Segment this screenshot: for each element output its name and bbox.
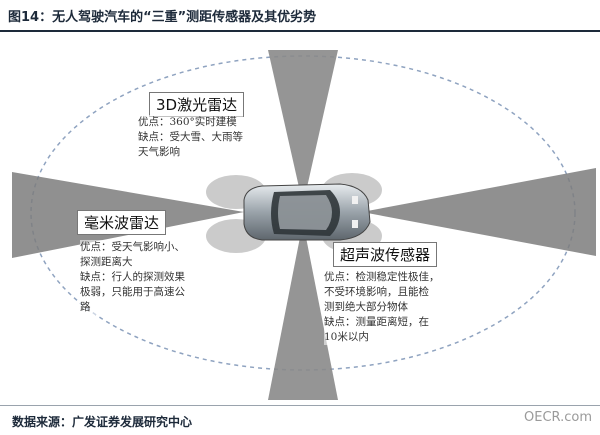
- vertical-beam-bottom: [268, 222, 338, 400]
- source-note: 数据来源：广发证券发展研究中心: [12, 415, 193, 429]
- footer-divider: [0, 405, 600, 406]
- watermark: OECR.com: [524, 410, 592, 425]
- ultrasonic-line: 优点：检测稳定性极佳，: [324, 271, 440, 283]
- lidar-line: 优点：360°实时建模: [138, 116, 237, 128]
- ultrasonic-label: 超声波传感器: [333, 242, 438, 267]
- mmwave-line: 路: [80, 301, 91, 313]
- lidar-line: 缺点：受大雪、大雨等: [138, 131, 243, 143]
- lidar-line: 天气影响: [138, 146, 180, 158]
- title-divider: [0, 30, 600, 32]
- ultrasonic-line: 10米以内: [324, 331, 369, 343]
- mmwave-line: 优点：受天气影响小、: [80, 241, 185, 253]
- mmwave-line: 缺点：行人的探测效果: [80, 271, 185, 283]
- mmwave-line: 探测距离大: [80, 256, 133, 268]
- vertical-beam-top: [268, 50, 338, 205]
- lidar-description: 优点：360°实时建模 缺点：受大雪、大雨等 天气影响: [138, 115, 243, 160]
- mmwave-description: 优点：受天气影响小、 探测距离大 缺点：行人的探测效果 极弱，只能用于高速公 路: [80, 240, 185, 315]
- mmwave-line: 极弱，只能用于高速公: [80, 286, 185, 298]
- mmwave-beam-right: [362, 168, 596, 256]
- ultrasonic-line: 测到绝大部分物体: [324, 301, 408, 313]
- ultrasonic-line: 不受环境影响，且能检: [324, 286, 429, 298]
- ultrasonic-description: 优点：检测稳定性极佳， 不受环境影响，且能检 测到绝大部分物体 缺点：测量距离短…: [324, 270, 440, 345]
- figure-title: 图14：无人驾驶汽车的“三重”测距传感器及其优劣势: [8, 10, 317, 25]
- lidar-label: 3D激光雷达: [149, 92, 245, 117]
- mmwave-label: 毫米波雷达: [77, 210, 167, 235]
- ultrasonic-line: 缺点：测量距离短，在: [324, 316, 429, 328]
- car-top-view: [243, 183, 371, 241]
